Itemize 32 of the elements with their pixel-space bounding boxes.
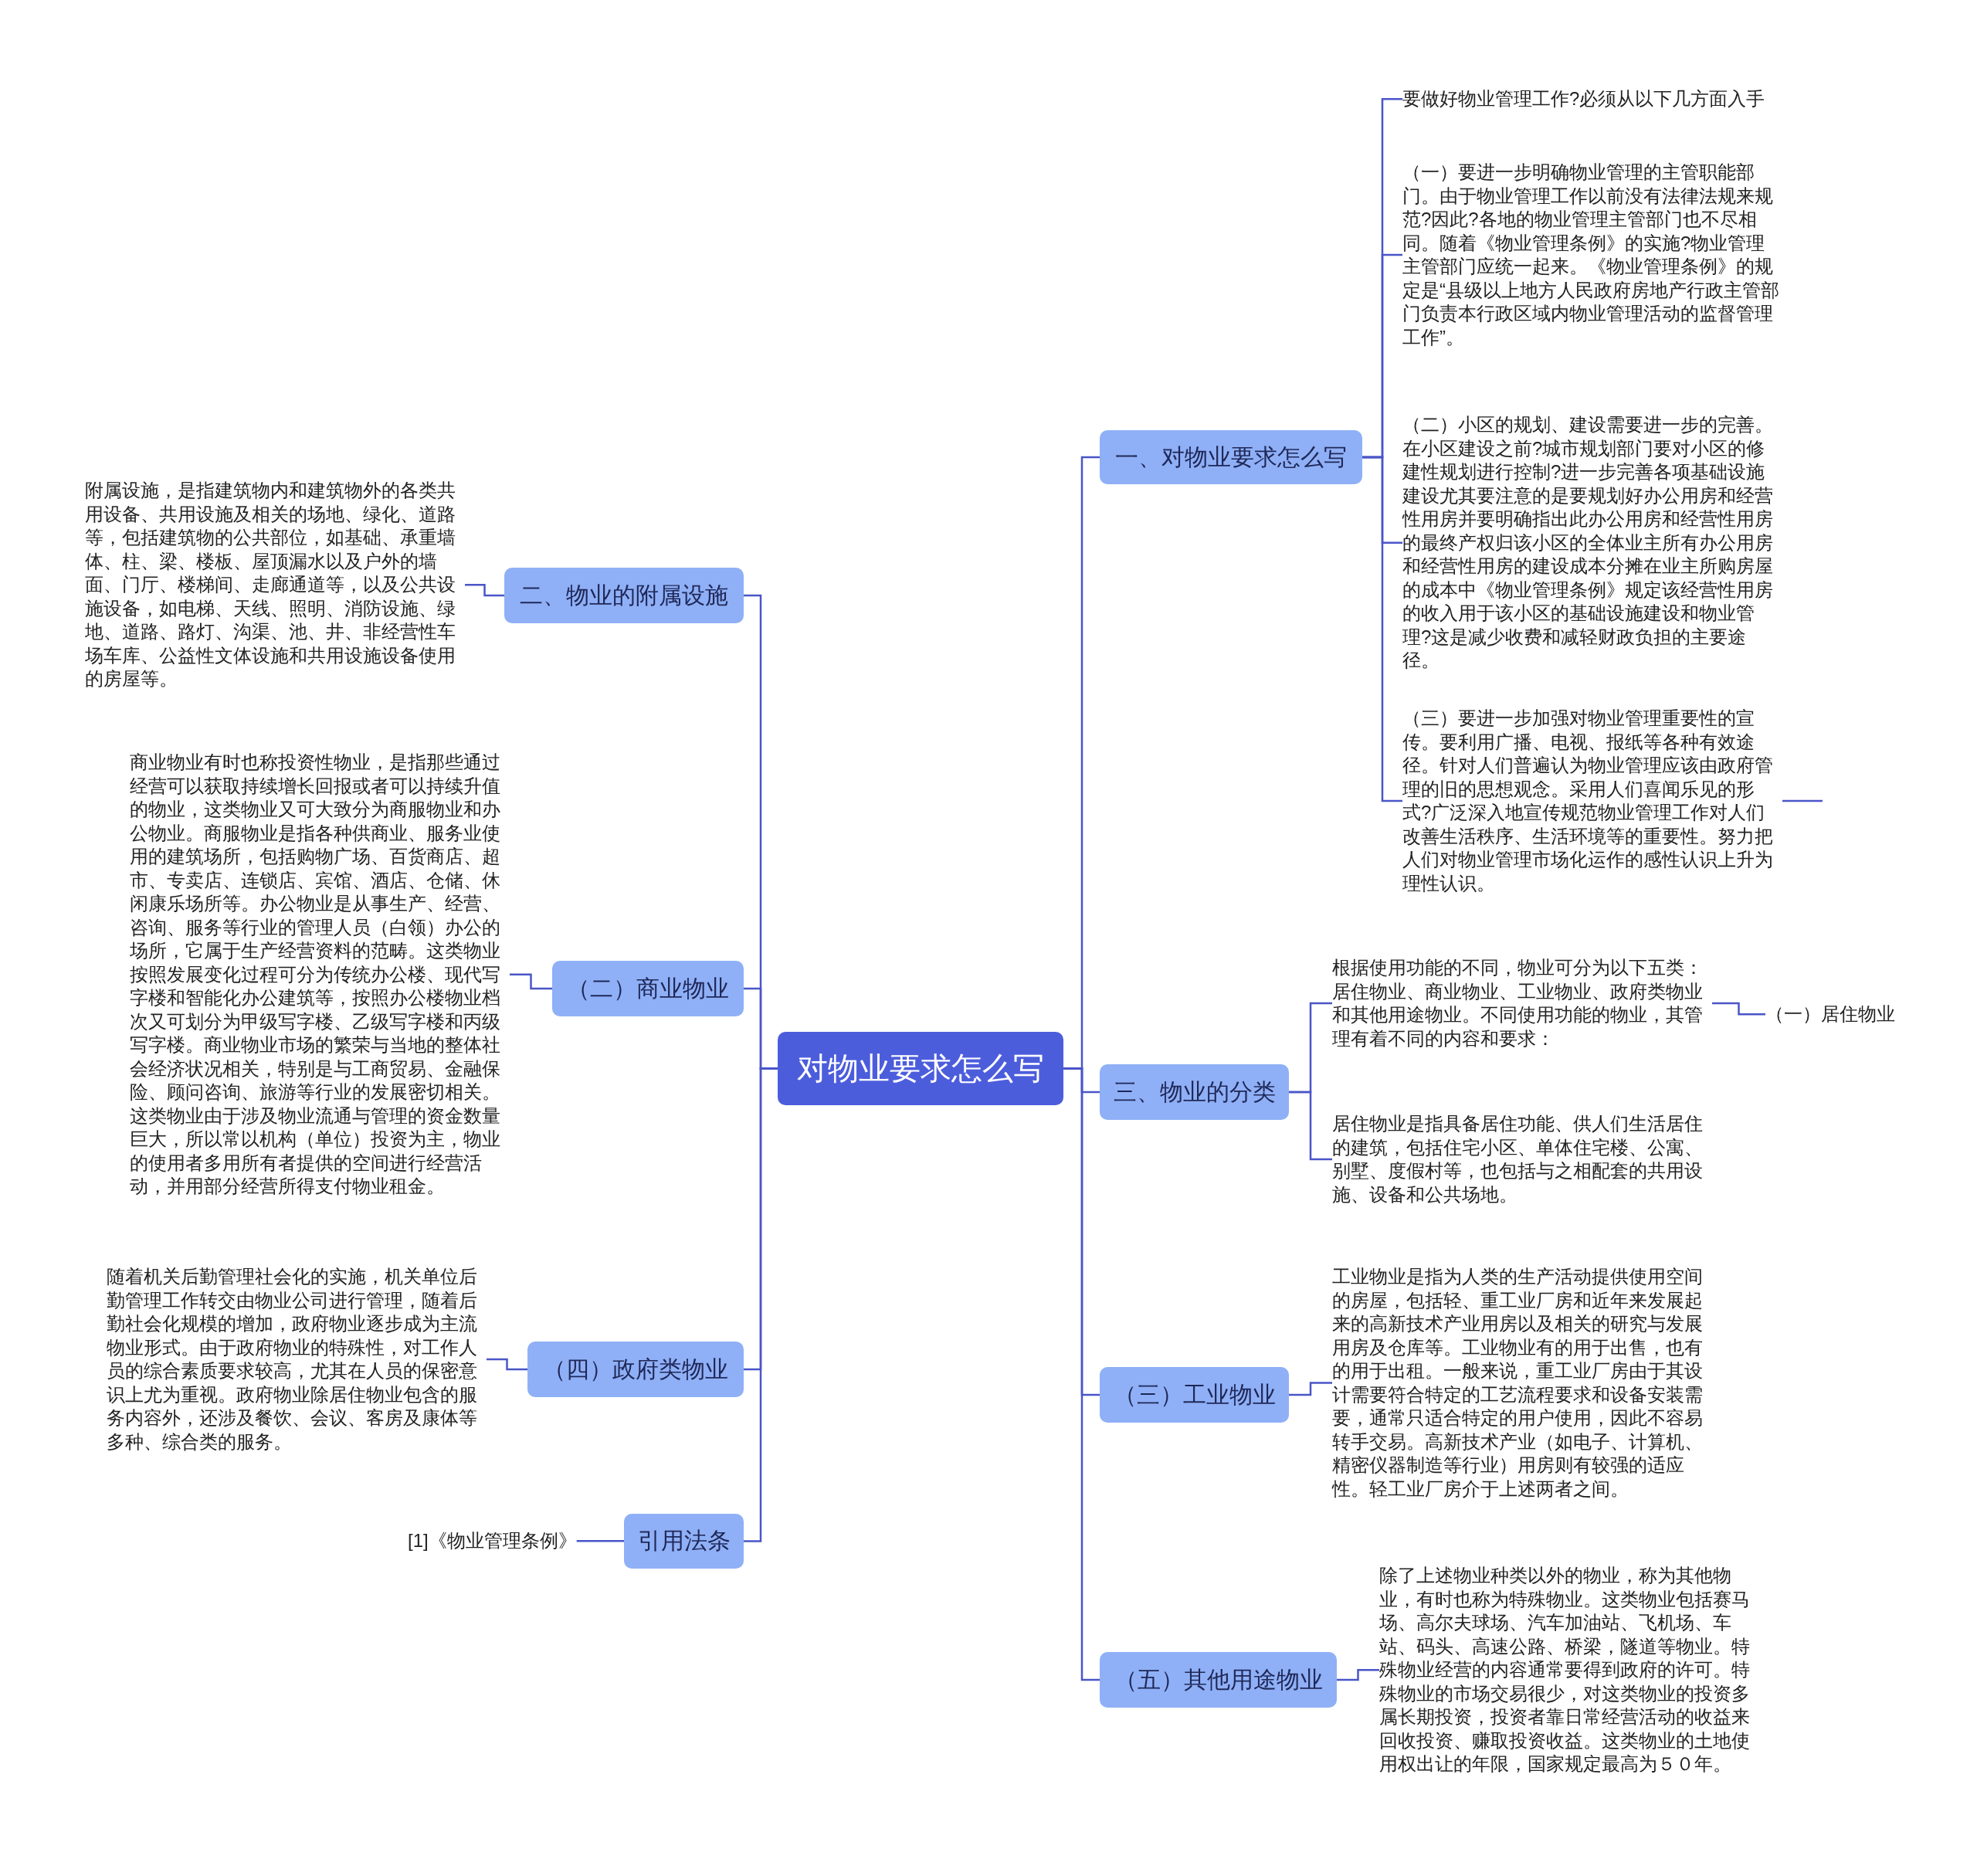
connector-line bbox=[1337, 1669, 1379, 1681]
central-topic: 对物业要求怎么写 bbox=[778, 1032, 1063, 1105]
topic-node: 三、物业的分类 bbox=[1100, 1064, 1289, 1120]
topic-node: （四）政府类物业 bbox=[527, 1342, 744, 1397]
connector-line bbox=[1712, 1002, 1765, 1016]
topic-node: （三）工业物业 bbox=[1100, 1367, 1289, 1423]
connector-line bbox=[487, 1358, 527, 1371]
note-text: 随着机关后勤管理社会化的实施，机关单位后勤管理工作转交由物业公司进行管理，随着后勤社会化规模的增加，政府物业逐步成为主流物业形式。由于政府物业的特殊性，对工作人员的综合素质要求较高，尤其在人员的保密意识上尤为重视。政府物业除居住物业包含的服务内容外，还涉及餐饮、会议、客房及康体等多种、综合类的服务。 bbox=[107, 1265, 487, 1454]
connector-line bbox=[1289, 1091, 1332, 1161]
connector-line bbox=[1782, 799, 1823, 802]
note-text: 根据使用功能的不同，物业可分为以下五类：居住物业、商业物业、工业物业、政府类物业和其他用途物业。不同使用功能的物业，其管理有着不同的内容和要求： bbox=[1332, 956, 1712, 1050]
connector-line bbox=[1289, 1382, 1332, 1396]
connector-line bbox=[1362, 456, 1402, 802]
note-text: 除了上述物业种类以外的物业，称为其他物业，有时也称为特殊物业。这类物业包括赛马场、高尔夫球场、汽车加油站、飞机场、车站、码头、高速公路、桥梁，隧道等物业。特殊物业经营的内容通常要得到政府的许可。特殊物业的市场交易很少，对这类物业的投资多属长期投资，投资者靠日常经营活动的收益来回收投资、赚取投资收益。这类物业的土地使用权出让的年限，国家规定最高为５０年。 bbox=[1379, 1564, 1759, 1776]
note-text: （一）要进一步明确物业管理的主管职能部门。由于物业管理工作以前没有法律法规来规范?因此?各地的物业管理主管部门也不尽相同。随着《物业管理条例》的实施?物业管理主管部门应统一起来。《物业管理条例》的规定是“县级以上地方人民政府房地产行政主管部门负责本行政区域内物业管理活动的监督管理工作”。 bbox=[1402, 161, 1782, 349]
topic-node: （二）商业物业 bbox=[552, 961, 744, 1016]
note-text: 居住物业是指具备居住功能、供人们生活居住的建筑，包括住宅小区、单体住宅楼、公寓、别墅、度假村等，也包括与之相配套的共用设施、设备和公共场地。 bbox=[1332, 1112, 1712, 1206]
topic-node: （五）其他用途物业 bbox=[1100, 1652, 1337, 1708]
topic-node: 一、对物业要求怎么写 bbox=[1100, 430, 1362, 484]
note-text: 商业物业有时也称投资性物业，是指那些通过经营可以获取持续增长回报或者可以持续升值的物业，这类物业又可大致分为商服物业和办公物业。商服物业是指各种供商业、服务业使用的建筑场所，包括购物广场、百货商店、超市、专卖店、连锁店、宾馆、酒店、仓储、休闲康乐场所等。办公物业是从事生产、经营、咨询、服务等行业的管理人员（白领）办公的场所，它属于生产经营资料的范畴。这类物业按照发展变化过程可分为传统办公楼、现代写字楼和智能化办公建筑等，按照办公楼物业档次又可划分为甲级写字楼、乙级写字楼和丙级写字楼。商业物业市场的繁荣与当地的整体社会经济状况相关，特别是与工商贸易、金融保险、顾问咨询、旅游等行业的发展密切相关。这类物业由于涉及物业流通与管理的资金数量巨大，所以常以机构（单位）投资为主，物业的使用者多用所有者提供的空间进行经营活动，并用部分经营所得支付物业租金。 bbox=[130, 751, 510, 1199]
note-text: [1]《物业管理条例》 bbox=[408, 1529, 577, 1553]
connector-line bbox=[576, 1540, 624, 1542]
topic-node: 二、物业的附属设施 bbox=[504, 568, 744, 623]
note-text: 附属设施，是指建筑物内和建筑物外的各类共用设备、共用设施及相关的场地、绿化、道路等，包括建筑物的公共部位，如基础、承重墙体、柱、梁、楼板、屋顶漏水以及户外的墙面、门厅、楼梯间、走廊通道等，以及公共设施设备，如电梯、天线、照明、消防设施、绿地、道路、路灯、沟渠、池、井、非经营性车场车库、公益性文体设施和共用设施设备使用的房屋等。 bbox=[85, 479, 465, 691]
note-text: （二）小区的规划、建设需要进一步的完善。在小区建设之前?城市规划部门要对小区的修建性规划进行控制?进一步完善各项基础设施建设尤其要注意的是要规划好办公用房和经营性用房并要明确指出此办公用房和经营性用房的最终产权归该小区的全体业主所有办公用房和经营性用房的建设成本分摊在业主所购房屋的成本中《物业管理条例》规定该经营性用房的收入用于该小区的基础设施建设和物业管理?这是减少收费和减轻财政负担的主要途径。 bbox=[1402, 413, 1782, 673]
note-text: （一）居住物业 bbox=[1765, 1002, 1895, 1026]
connector-line bbox=[510, 973, 552, 990]
note-text: （三）要进一步加强对物业管理重要性的宣传。要利用广播、电视、报纸等各种有效途径。针对人们普遍认为物业管理应该由政府管理的旧的思想观念。采用人们喜闻乐见的形式?广泛深入地宣传规范物业管理工作对人们改善生活秩序、生活环境等的重要性。努力把人们对物业管理市场化运作的感性认识上升为理性认识。 bbox=[1402, 707, 1782, 895]
topic-node: 引用法条 bbox=[624, 1514, 744, 1569]
note-text: 工业物业是指为人类的生产活动提供使用空间的房屋，包括轻、重工业厂房和近年来发展起来的高新技术产业用房以及相关的研究与发展用房及仓库等。工业物业有的用于出售，也有的用于出租。一般来说，重工业厂房由于其设计需要符合特定的工艺流程要求和设备安装需要，通常只适合特定的用户使用，因此不容易转手交易。高新技术产业（如电子、计算机、精密仪器制造等行业）用房则有较强的适应性。轻工业厂房介于上述两者之间。 bbox=[1332, 1265, 1712, 1501]
note-text: 要做好物业管理工作?必须从以下几方面入手 bbox=[1402, 87, 1804, 111]
connector-line bbox=[465, 584, 504, 597]
